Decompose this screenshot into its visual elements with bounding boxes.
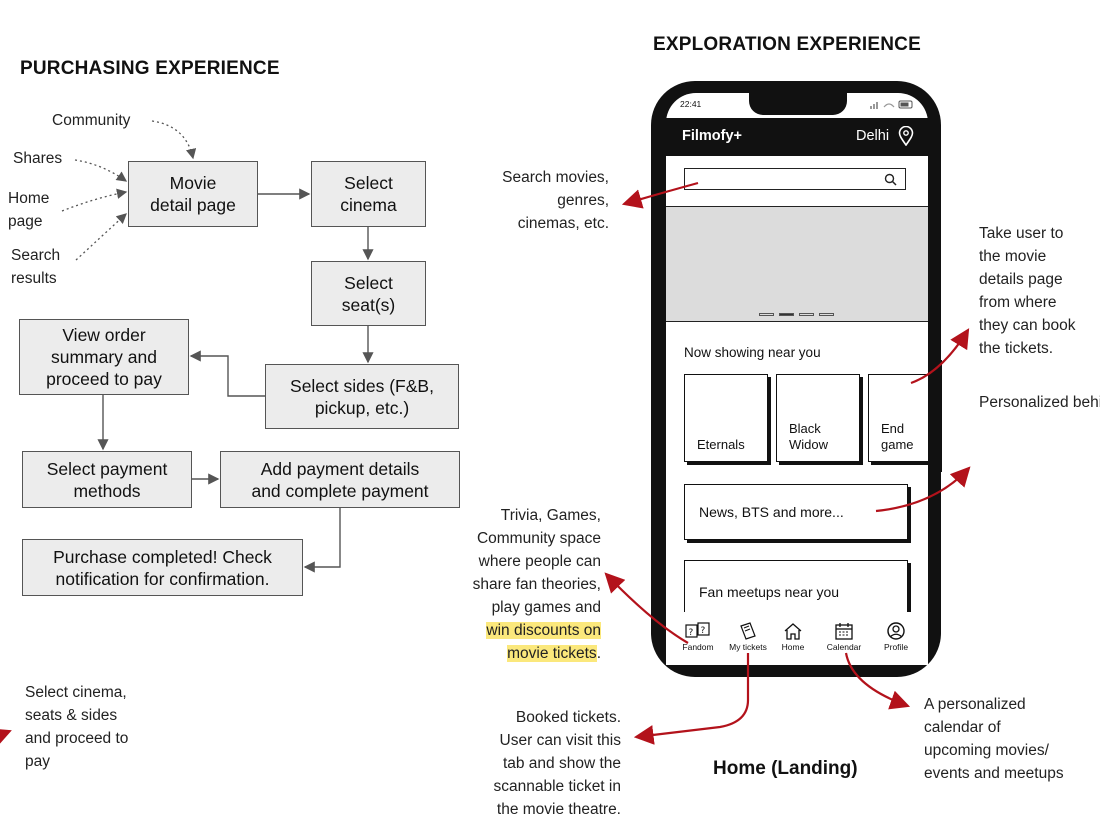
movie-card-eternals[interactable]: Eternals — [684, 374, 768, 462]
tickets-icon — [740, 622, 756, 640]
red-arrow-calendar — [844, 652, 911, 710]
flow-details-to-completed — [303, 508, 341, 573]
nav-label: Profile — [883, 642, 909, 652]
nav-label: Calendar — [826, 642, 862, 652]
source-search-results: Search results — [11, 247, 61, 287]
status-icons — [870, 100, 914, 111]
annotation-fandom-end: . — [596, 645, 601, 662]
app-bar — [666, 118, 928, 156]
fan-meetups-card[interactable]: Fan meetups near you — [684, 560, 908, 622]
app-name[interactable]: Filmofy+ — [682, 128, 743, 144]
fandom-icon: ? ? — [685, 622, 710, 638]
annotation-fandom: Trivia, Games, Community space where peo… — [440, 504, 601, 665]
red-arrow-tickets — [633, 653, 750, 745]
status-time: 22:41 — [680, 99, 702, 109]
step-add-payment-details: Add payment details and complete payment — [220, 451, 460, 508]
annotation-fandom-highlight: win discounts on — [486, 622, 601, 639]
annotation-fandom-text: Trivia, Games, Community space where peo… — [472, 507, 601, 616]
annotation-calendar: A personalized calendar of upcoming movi… — [924, 696, 1064, 782]
annotation-search: Search movies, genres, cinemas, etc. — [502, 169, 609, 232]
home-icon — [784, 623, 802, 640]
hero-banner[interactable] — [666, 206, 928, 322]
annotation-movie-details: Take user to the movie details page from… — [979, 225, 1076, 357]
signal-battery-icon — [870, 100, 913, 109]
source-home-page: Home page — [8, 190, 50, 230]
dotted-arrow-search-results — [75, 213, 127, 261]
annotation-news: Personalized behind the scen gossip and … — [979, 394, 1100, 411]
svg-text:?: ? — [689, 628, 694, 638]
step-purchase-completed: Purchase completed! Check notification f… — [22, 539, 303, 596]
step-select-payment-methods: Select payment methods — [22, 451, 192, 508]
step-select-cinema: Select cinema — [311, 161, 426, 227]
carousel-dot[interactable] — [819, 313, 834, 316]
nav-label: Fandom — [682, 642, 714, 652]
search-icon[interactable] — [884, 173, 897, 186]
movie-card-endgame[interactable]: End game — [868, 374, 938, 462]
phone-notch — [749, 93, 847, 115]
news-label: News, BTS and more... — [699, 504, 844, 520]
nav-calendar[interactable]: Calendar — [814, 622, 874, 652]
step-select-seats: Select seat(s) — [311, 261, 426, 326]
profile-icon — [887, 622, 905, 640]
purchasing-heading: PURCHASING EXPERIENCE — [20, 58, 280, 79]
carousel-dot[interactable] — [759, 313, 774, 316]
nav-home[interactable]: Home — [763, 622, 823, 652]
step-view-order-summary: View order summary and proceed to pay — [19, 319, 189, 395]
search-input[interactable] — [684, 168, 906, 190]
screen-caption: Home (Landing) — [713, 758, 858, 779]
nav-my-tickets[interactable]: My tickets — [718, 622, 778, 652]
location-pin-icon[interactable] — [898, 126, 914, 146]
now-showing-label: Now showing near you — [684, 345, 821, 360]
carousel-dot-active[interactable] — [779, 313, 794, 316]
city-selector[interactable]: Delhi — [856, 128, 890, 144]
flow-sides-to-summary — [189, 350, 265, 397]
dotted-arrow-shares — [74, 159, 128, 182]
calendar-icon — [835, 623, 853, 640]
fan-meetups-label: Fan meetups near you — [699, 584, 840, 600]
movie-title: Black Widow — [789, 421, 829, 452]
red-arrow-movie-details — [910, 328, 970, 385]
dotted-arrow-community — [151, 120, 197, 160]
dotted-arrow-home-page — [61, 188, 128, 212]
nav-fandom[interactable]: ? ? Fandom — [668, 622, 728, 652]
news-card[interactable]: News, BTS and more... — [684, 484, 908, 540]
svg-text:?: ? — [701, 626, 706, 636]
carousel-dot[interactable] — [799, 313, 814, 316]
step-movie-detail-page: Movie detail page — [128, 161, 258, 227]
nav-label: My tickets — [729, 642, 767, 652]
red-arrow-search — [621, 181, 699, 209]
source-community: Community — [52, 112, 131, 129]
nav-label: Home — [781, 642, 805, 652]
annotation-fandom-highlight: movie tickets — [507, 645, 597, 662]
step-select-sides: Select sides (F&B, pickup, etc.) — [265, 364, 459, 429]
annotation-tickets: Booked tickets. User can visit this tab … — [493, 709, 621, 818]
red-arrow-fandom — [604, 572, 689, 644]
source-shares: Shares — [13, 150, 63, 167]
movie-title: Eternals — [697, 437, 745, 452]
red-arrow-footnote — [0, 728, 12, 746]
movie-card-black-widow[interactable]: Black Widow — [776, 374, 860, 462]
phone-frame-edge — [928, 360, 942, 472]
purchasing-footnote: Select cinema, seats & sides and proceed… — [25, 684, 129, 770]
exploration-heading: EXPLORATION EXPERIENCE — [653, 34, 921, 55]
movie-title: End game — [881, 421, 914, 452]
nav-profile[interactable]: Profile — [866, 622, 926, 652]
red-arrow-news — [875, 466, 971, 513]
